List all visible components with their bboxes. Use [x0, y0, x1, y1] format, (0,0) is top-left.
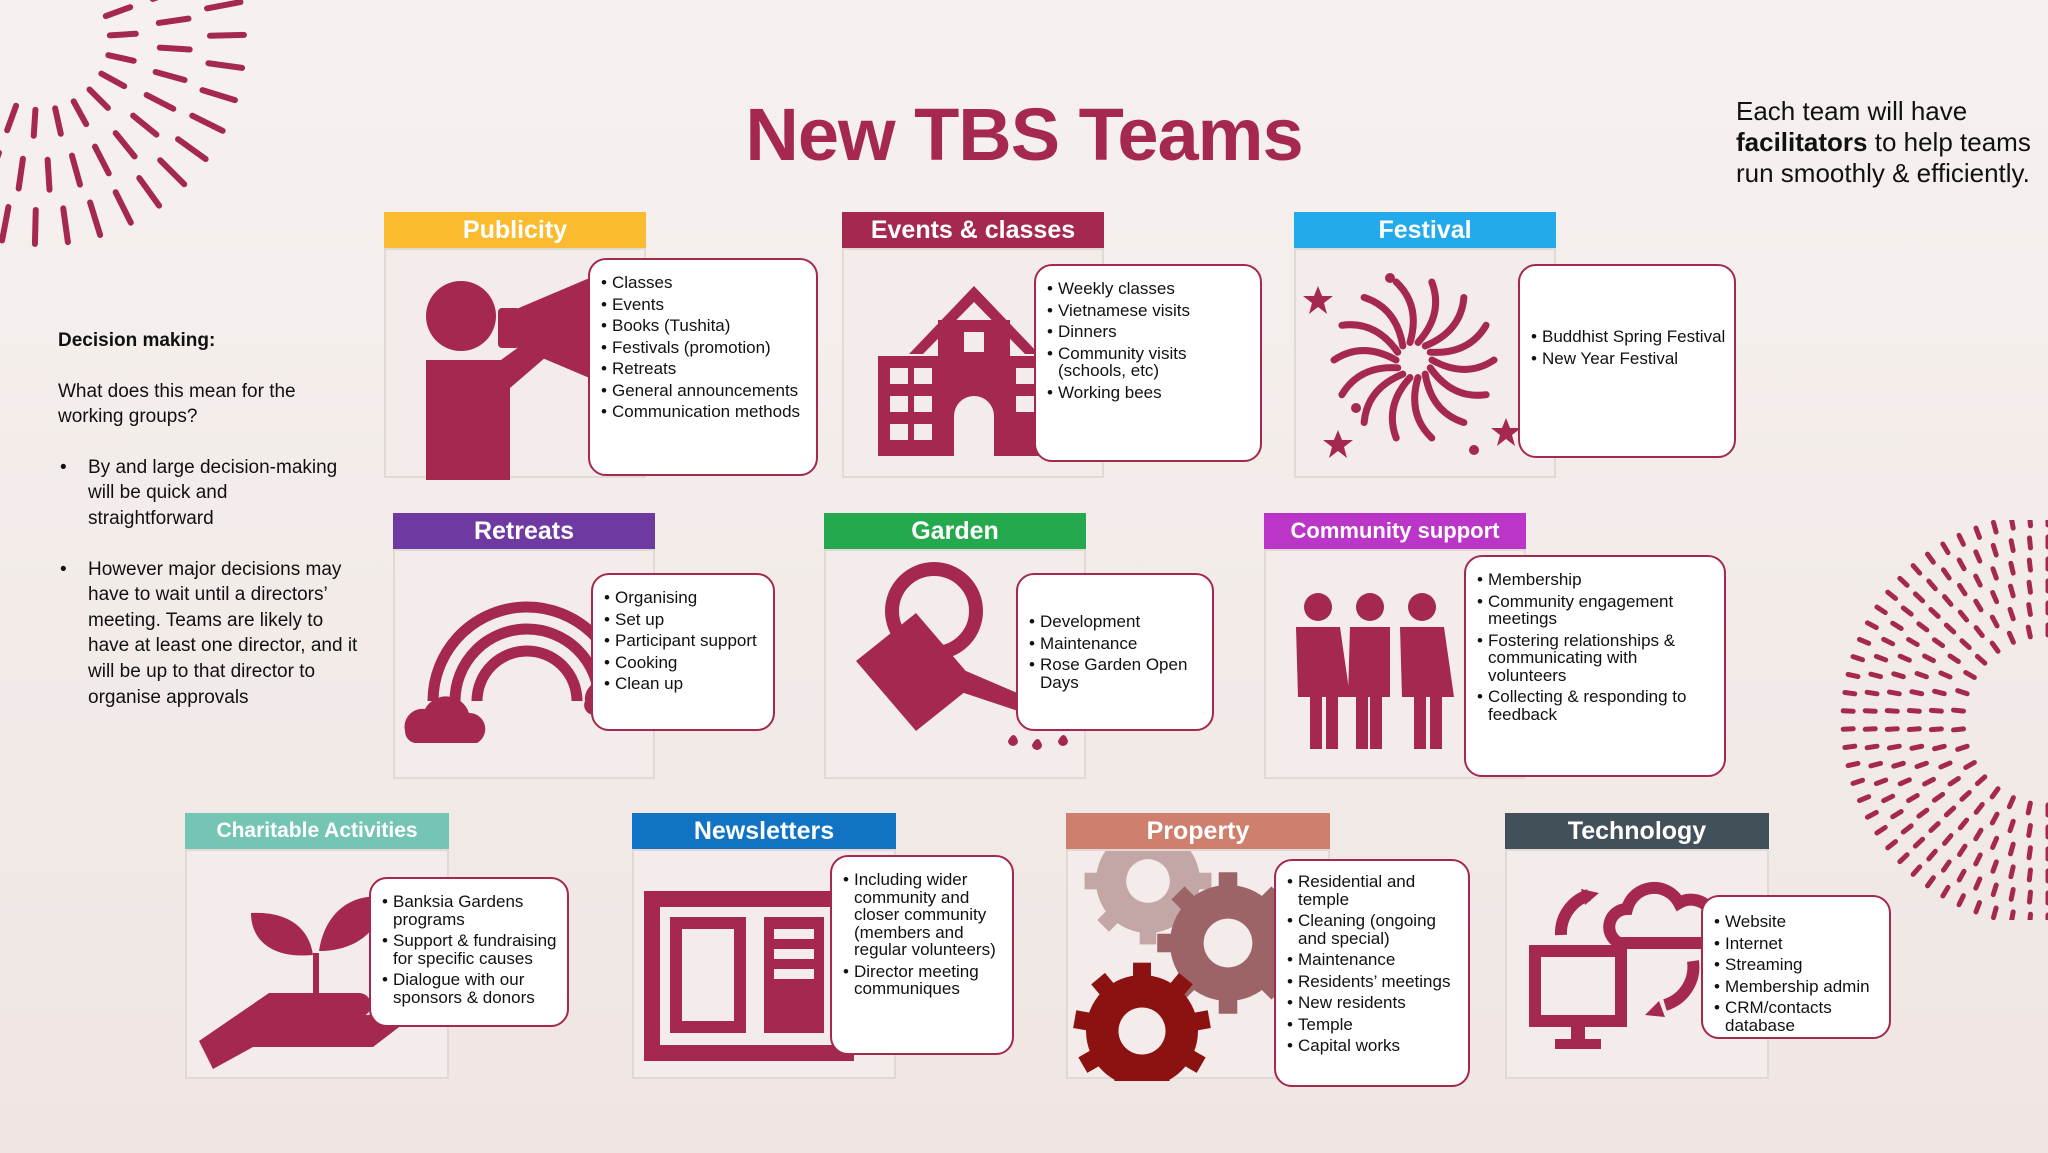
team-item: Support & fundraising for specific cause…: [382, 932, 559, 967]
team-items: Organising Set up Participant support Co…: [604, 589, 765, 693]
team-item: Books (Tushita): [601, 317, 808, 335]
team-items: Residential and temple Cleaning (ongoing…: [1287, 873, 1460, 1055]
team-item: Organising: [604, 589, 765, 607]
team-item: Dialogue with our sponsors & donors: [382, 971, 559, 1006]
team-bubble: Including wider community and closer com…: [830, 855, 1014, 1055]
team-panel: [1294, 248, 1556, 478]
team-bubble: Development Maintenance Rose Garden Open…: [1016, 573, 1214, 731]
dotted-circle-decoration-right: [1840, 520, 2048, 920]
note-text-before: Each team will have: [1736, 96, 1968, 126]
team-bubble: Banksia Gardens programs Support & fundr…: [369, 877, 569, 1027]
team-item: Collecting & responding to feedback: [1477, 688, 1716, 723]
team-item: Community engagement meetings: [1477, 592, 1716, 628]
team-item: Website: [1714, 913, 1881, 931]
team-header: Property: [1066, 813, 1330, 849]
team-header: Community support: [1264, 513, 1526, 549]
team-items: Including wider community and closer com…: [843, 871, 1004, 998]
team-item: Membership admin: [1714, 977, 1881, 996]
team-item: Working bees: [1047, 383, 1252, 402]
team-items: Website Internet Streaming Membership ad…: [1714, 913, 1881, 1034]
team-item: Including wider community and closer com…: [843, 871, 1004, 959]
team-item: CRM/contacts database: [1714, 999, 1881, 1034]
team-item: Streaming: [1714, 956, 1881, 974]
team-item: Director meeting communiques: [843, 962, 1004, 998]
team-items: Buddhist Spring Festival New Year Festiv…: [1531, 328, 1726, 368]
team-item: Internet: [1714, 934, 1881, 953]
team-bubble: Buddhist Spring Festival New Year Festiv…: [1518, 264, 1736, 458]
people-group-icon: [1296, 593, 1454, 749]
team-item: Banksia Gardens programs: [382, 893, 559, 928]
decision-list: By and large decision-making will be qui…: [58, 455, 358, 710]
team-header: Charitable Activities: [185, 813, 449, 849]
team-item: Community visits (schools, etc): [1047, 344, 1252, 380]
sunburst-decoration-top-left: [0, 0, 247, 247]
team-header: Technology: [1505, 813, 1769, 849]
team-item: Development: [1029, 613, 1204, 631]
team-item: Maintenance: [1287, 951, 1460, 969]
team-item: Membership: [1477, 571, 1716, 589]
team-bubble: Organising Set up Participant support Co…: [591, 573, 775, 731]
note-text-after: to help teams run smoothly & efficiently…: [1736, 127, 2031, 188]
decision-bullet: However major decisions may have to wait…: [60, 557, 358, 711]
team-header: Publicity: [384, 212, 646, 248]
page-title: New TBS Teams: [745, 93, 1303, 176]
team-item: Residential and temple: [1287, 873, 1460, 908]
team-item: Events: [601, 295, 808, 314]
team-item: Dinners: [1047, 323, 1252, 341]
team-item: General announcements: [601, 381, 808, 400]
team-items: Banksia Gardens programs Support & fundr…: [382, 893, 559, 1006]
team-bubble: Residential and temple Cleaning (ongoing…: [1274, 859, 1470, 1087]
team-item: Residents’ meetings: [1287, 972, 1460, 991]
team-item: Rose Garden Open Days: [1029, 656, 1204, 691]
team-item: Temple: [1287, 1015, 1460, 1034]
team-item: Maintenance: [1029, 634, 1204, 653]
facilitators-note: Each team will have facilitators to help…: [1736, 96, 2036, 189]
team-header: Festival: [1294, 212, 1556, 248]
team-item: Buddhist Spring Festival: [1531, 328, 1726, 346]
team-item: Weekly classes: [1047, 280, 1252, 298]
hand-plant-icon: [199, 896, 437, 1069]
team-bubble: Classes Events Books (Tushita) Festivals…: [588, 258, 818, 476]
newspaper-icon: [644, 891, 854, 1061]
team-items: Classes Events Books (Tushita) Festivals…: [601, 274, 808, 421]
team-item: Capital works: [1287, 1037, 1460, 1055]
team-item: Vietnamese visits: [1047, 301, 1252, 320]
team-item: New Year Festival: [1531, 349, 1726, 368]
team-item: Communication methods: [601, 403, 808, 421]
decision-question: What does this mean for the working grou…: [58, 380, 296, 428]
note-text-bold: facilitators: [1736, 127, 1868, 157]
team-item: Set up: [604, 610, 765, 629]
team-items: Weekly classes Vietnamese visits Dinners…: [1047, 280, 1252, 402]
megaphone-person-icon: [426, 274, 599, 480]
decision-heading: Decision making:: [58, 330, 216, 351]
team-header: Retreats: [393, 513, 655, 549]
team-item: Festivals (promotion): [601, 338, 808, 357]
team-bubble: Website Internet Streaming Membership ad…: [1701, 895, 1891, 1039]
team-header: Events & classes: [842, 212, 1104, 248]
team-bubble: Weekly classes Vietnamese visits Dinners…: [1034, 264, 1262, 462]
team-item: New residents: [1287, 994, 1460, 1012]
fireworks-icon: [1303, 273, 1521, 458]
team-bubble: Membership Community engagement meetings…: [1464, 555, 1726, 777]
team-item: Clean up: [604, 675, 765, 693]
team-item: Cleaning (ongoing and special): [1287, 912, 1460, 947]
team-header: Garden: [824, 513, 1086, 549]
team-item: Participant support: [604, 632, 765, 650]
team-items: Development Maintenance Rose Garden Open…: [1029, 613, 1204, 691]
team-header: Newsletters: [632, 813, 896, 849]
decision-making-panel: Decision making: What does this mean for…: [58, 328, 358, 735]
decision-bullet: By and large decision-making will be qui…: [60, 455, 358, 532]
team-item: Fostering relationships & communicating …: [1477, 631, 1716, 685]
team-item: Retreats: [601, 360, 808, 378]
team-item: Cooking: [604, 653, 765, 672]
team-item: Classes: [601, 274, 808, 292]
team-items: Membership Community engagement meetings…: [1477, 571, 1716, 723]
